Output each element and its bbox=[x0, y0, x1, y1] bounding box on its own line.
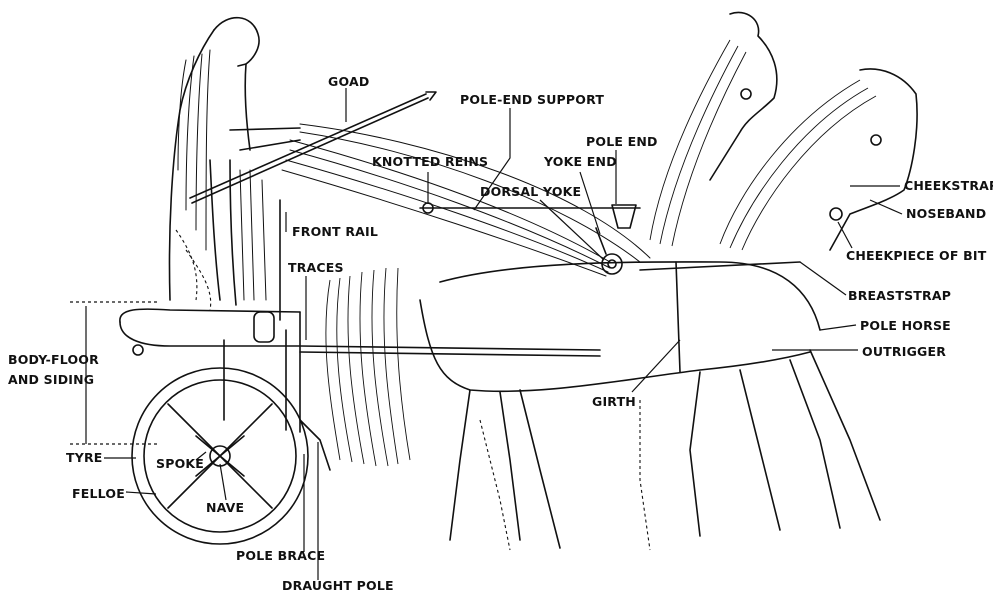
label-breaststrap: BREASTSTRAP bbox=[848, 288, 951, 303]
label-dorsal-yoke: DORSAL YOKE bbox=[480, 184, 581, 199]
horse-heads bbox=[650, 12, 917, 250]
label-cheekstrap: CHEEKSTRAP bbox=[904, 178, 993, 193]
label-nave: NAVE bbox=[206, 500, 244, 515]
label-and-siding: AND SIDING bbox=[8, 372, 94, 387]
tails-traces bbox=[326, 268, 410, 466]
label-front-rail: FRONT RAIL bbox=[292, 224, 378, 239]
label-pole-end-support: POLE-END SUPPORT bbox=[460, 92, 604, 107]
label-goad: GOAD bbox=[328, 74, 369, 89]
label-body-floor: BODY-FLOOR bbox=[8, 352, 99, 367]
label-knotted-reins: KNOTTED REINS bbox=[372, 154, 488, 169]
label-draught-pole: DRAUGHT POLE bbox=[282, 578, 394, 593]
horses bbox=[420, 262, 880, 550]
label-pole-horse: POLE HORSE bbox=[860, 318, 951, 333]
label-pole-end: POLE END bbox=[586, 134, 658, 149]
label-girth: GIRTH bbox=[592, 394, 636, 409]
chariot-body bbox=[120, 200, 330, 470]
label-spoke: SPOKE bbox=[156, 456, 204, 471]
label-felloe: FELLOE bbox=[72, 486, 125, 501]
label-tyre: TYRE bbox=[66, 450, 103, 465]
label-pole-brace: POLE BRACE bbox=[236, 548, 325, 563]
label-traces: TRACES bbox=[288, 260, 344, 275]
label-noseband: NOSEBAND bbox=[906, 206, 986, 221]
goad-stick bbox=[190, 94, 426, 198]
label-yoke-end: YOKE END bbox=[543, 154, 617, 169]
label-cheekpiece-of-bit: CHEEKPIECE OF BIT bbox=[846, 248, 987, 263]
label-outrigger: OUTRIGGER bbox=[862, 344, 946, 359]
